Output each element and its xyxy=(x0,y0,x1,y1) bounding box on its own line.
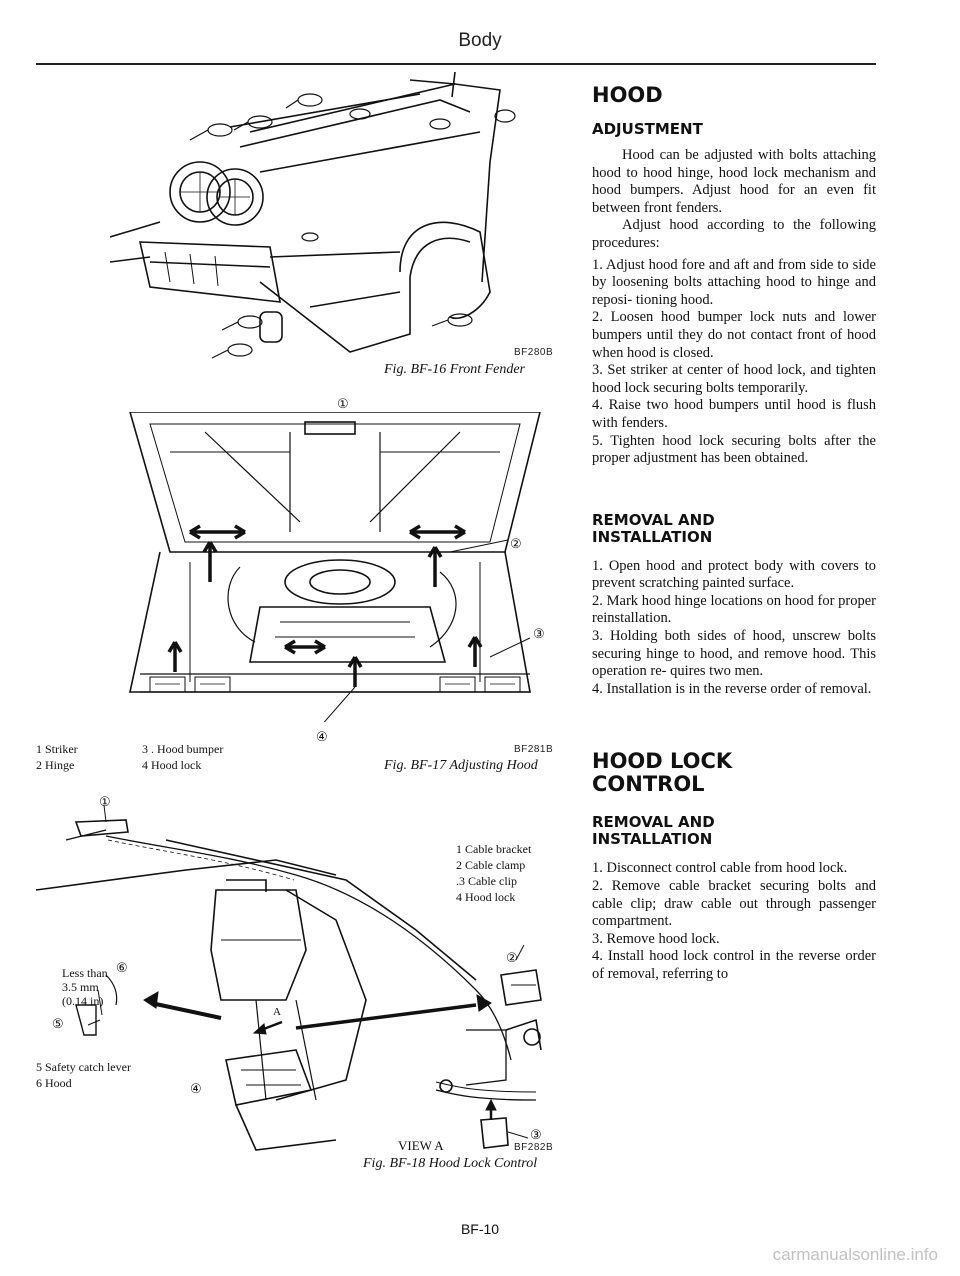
page-number: BF-10 xyxy=(460,1221,500,1237)
subsection-title-removal-installation: REMOVAL AND INSTALLATION xyxy=(592,814,876,848)
subsection-title-adjustment: ADJUSTMENT xyxy=(592,120,703,138)
callout-2-hinge: ② xyxy=(510,536,522,551)
title-line: REMOVAL AND xyxy=(592,813,715,832)
subsection-title-removal-installation: REMOVAL AND INSTALLATION xyxy=(592,510,876,546)
caption-fig-bf-17: Fig. BF-17 Adjusting Hood xyxy=(384,758,538,773)
legend-item: .3 Cable clip xyxy=(456,874,517,888)
callout-3-hood-bumper: ③ xyxy=(533,626,545,641)
legend-item: 3 . Hood bumper xyxy=(142,742,224,756)
procedure-step: 1. Adjust hood fore and aft and from sid… xyxy=(592,256,876,308)
caption-fig-bf-18: Fig. BF-18 Hood Lock Control xyxy=(363,1156,538,1171)
legend-item: 2 Cable clamp xyxy=(456,858,526,872)
figure-code-bf280b: BF280B xyxy=(514,347,554,358)
legend-fig17-left: 1 Striker 2 Hinge xyxy=(36,741,78,773)
section-title-hood-lock-control: HOOD LOCK CONTROL xyxy=(592,750,876,796)
legend-fig18-bottom: 5 Safety catch lever 6 Hood xyxy=(36,1059,131,1091)
legend-item: 5 Safety catch lever xyxy=(36,1060,131,1074)
hood-lock-control-illustration xyxy=(36,800,566,1170)
callout-1-striker: ① xyxy=(337,396,349,411)
header-rule xyxy=(36,63,876,65)
procedure-step: 2. Remove cable bracket securing bolts a… xyxy=(592,878,876,930)
gap-label-line: Less than xyxy=(62,966,108,980)
legend-item: 4 Hood lock xyxy=(142,758,202,772)
legend-item: 1 Cable bracket xyxy=(456,842,532,856)
procedure-step: 1. Disconnect control cable from hood lo… xyxy=(592,860,848,877)
procedure-step: 3. Set striker at center of hood lock, a… xyxy=(592,362,876,396)
callout-4-hood-lock: ④ xyxy=(190,1081,202,1096)
gap-dimension-label: Less than 3.5 mm (0.14 in) xyxy=(62,966,108,1008)
view-a-label: VIEW A xyxy=(398,1138,444,1153)
procedure-step: 2. Mark hood hinge locations on hood for… xyxy=(592,592,876,627)
caption-fig-bf-16: Fig. BF-16 Front Fender xyxy=(384,362,526,377)
callout-1-cable-bracket: ① xyxy=(99,794,111,809)
procedure-step: 4. Install hood lock control in the reve… xyxy=(592,948,876,982)
paragraph: Hood can be adjusted with bolts attachin… xyxy=(592,147,876,216)
watermark-text: carmanualsonline.info xyxy=(772,1245,938,1264)
legend-fig17-right: 3 . Hood bumper 4 Hood lock xyxy=(142,741,223,773)
figure-code-bf281b: BF281B xyxy=(514,744,554,755)
text-column: HOOD ADJUSTMENT Hood can be adjusted wit… xyxy=(592,80,876,984)
figure-code-bf282b: BF282B xyxy=(514,1142,554,1153)
procedure-step: 5. Tighten hood lock securing bolts afte… xyxy=(592,432,876,467)
procedure-step: 4. Raise two hood bumpers until hood is … xyxy=(592,397,876,431)
procedure-step: 3. Remove hood lock. xyxy=(592,930,720,947)
title-line: REMOVAL AND xyxy=(592,510,715,529)
title-line: INSTALLATION xyxy=(592,527,713,546)
legend-item: 6 Hood xyxy=(36,1076,72,1090)
callout-6-hood: ⑥ xyxy=(116,960,128,975)
procedure-step: 1. Open hood and protect body with cover… xyxy=(592,557,876,592)
section-title-hood: HOOD xyxy=(592,83,663,107)
gap-label-line: 3.5 mm xyxy=(62,980,99,994)
front-fender-illustration xyxy=(110,72,550,364)
callout-3-cable-clip: ③ xyxy=(530,1127,542,1142)
legend-item: 1 Striker xyxy=(36,742,78,756)
legend-item: 2 Hinge xyxy=(36,758,75,772)
adjusting-hood-illustration xyxy=(110,412,550,722)
callout-4-hood-lock: ④ xyxy=(316,729,328,744)
title-line: HOOD LOCK xyxy=(592,749,733,774)
title-line: CONTROL xyxy=(592,772,705,797)
procedure-step: 2. Loosen hood bumper lock nuts and lowe… xyxy=(592,309,876,361)
arrow-label-a: A xyxy=(273,1006,281,1018)
page-header-title: Body xyxy=(458,30,502,51)
callout-2-cable-clamp: ② xyxy=(506,950,518,965)
callout-5-safety-catch-lever: ⑤ xyxy=(52,1016,64,1031)
legend-fig18-top: 1 Cable bracket 2 Cable clamp .3 Cable c… xyxy=(456,841,531,905)
paragraph: Adjust hood according to the following p… xyxy=(592,217,876,251)
title-line: INSTALLATION xyxy=(592,830,713,849)
procedure-step: 3. Holding both sides of hood, unscrew b… xyxy=(592,628,876,680)
legend-item: 4 Hood lock xyxy=(456,890,516,904)
procedure-step: 4. Installation is in the reverse order … xyxy=(592,680,872,697)
